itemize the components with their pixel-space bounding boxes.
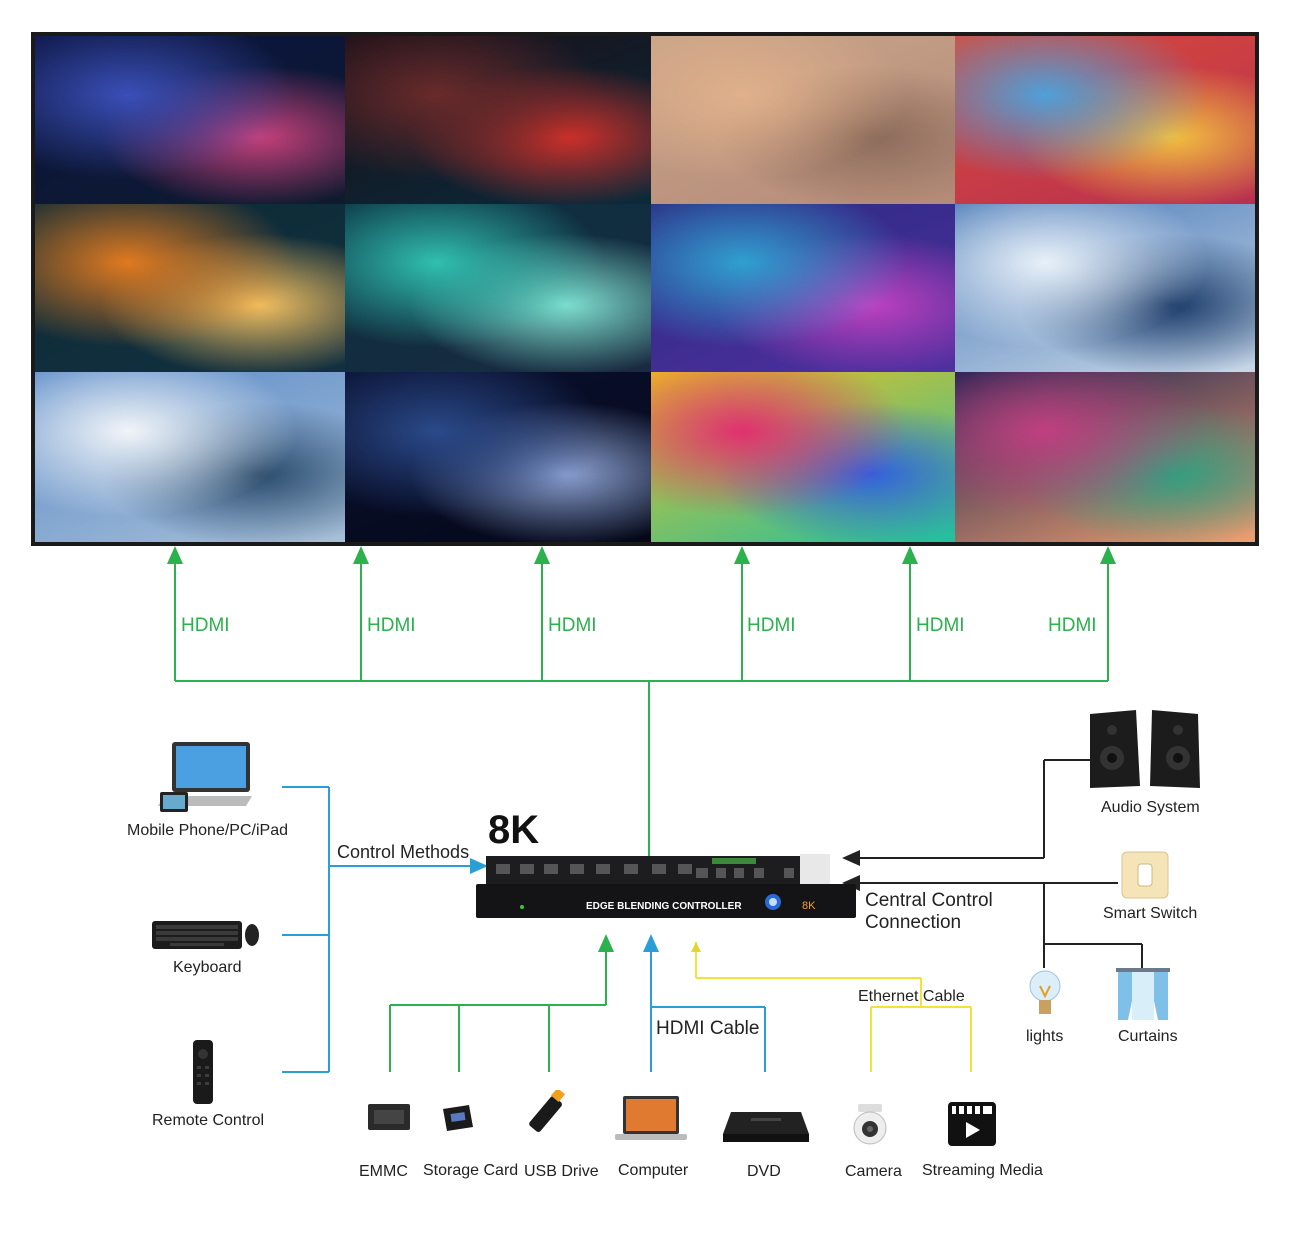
snow-peak-tile bbox=[35, 372, 345, 542]
hdmi-label-3: HDMI bbox=[548, 615, 597, 636]
speakers-icon bbox=[1090, 710, 1200, 788]
ethernet-cable-label: Ethernet Cable bbox=[858, 988, 965, 1005]
bottom-device-label-4: Computer bbox=[618, 1162, 689, 1179]
milky-way-tile bbox=[345, 372, 651, 542]
security-camera-icon bbox=[853, 1104, 887, 1145]
bottom-device-label-3: USB Drive bbox=[524, 1163, 599, 1180]
hot-air-balloons-tile bbox=[651, 36, 955, 204]
right-device-label-1: Audio System bbox=[1101, 799, 1200, 816]
central-control-label-line2: Connection bbox=[865, 912, 962, 933]
bottom-device-label-5: DVD bbox=[747, 1163, 781, 1180]
hdmi-label-1: HDMI bbox=[181, 615, 230, 636]
aurora-mountain-tile bbox=[345, 204, 651, 372]
right-device-label-2: Smart Switch bbox=[1103, 905, 1198, 922]
left-device-label-3: Remote Control bbox=[152, 1112, 265, 1129]
storage-input-lines bbox=[389, 934, 614, 1072]
sd-card-icon bbox=[443, 1105, 473, 1131]
controller-8k-tag: 8K bbox=[802, 900, 816, 912]
hdmi-label-5: HDMI bbox=[916, 615, 965, 636]
central-control-lines bbox=[842, 759, 1143, 968]
sports-car-tile bbox=[345, 36, 651, 204]
streaming-media-icon bbox=[948, 1102, 996, 1146]
control-method-lines bbox=[282, 786, 488, 1073]
8k-badge: 8K bbox=[488, 808, 540, 852]
controller-name-text: EDGE BLENDING CONTROLLER bbox=[586, 901, 742, 912]
hdmi-label-4: HDMI bbox=[747, 615, 796, 636]
abstract-cubes-tile bbox=[955, 36, 1255, 204]
right-device-label-3: lights bbox=[1026, 1028, 1064, 1045]
light-switch-icon bbox=[1121, 851, 1169, 899]
curtains-icon bbox=[1116, 968, 1170, 1020]
edge-blending-controller: EDGE BLENDING CONTROLLER 8K bbox=[476, 854, 856, 918]
usb-drive-icon bbox=[529, 1090, 566, 1132]
bottom-device-label-7: Streaming Media bbox=[922, 1162, 1043, 1179]
snowy-lake-tile bbox=[955, 204, 1255, 372]
hdmi-label-6: HDMI bbox=[1048, 615, 1097, 636]
color-explosion-tile bbox=[651, 204, 955, 372]
bottom-device-label-2: Storage Card bbox=[423, 1162, 519, 1179]
hdmi-cable-lines bbox=[643, 934, 766, 1072]
central-control-label-line1: Central Control bbox=[865, 890, 993, 911]
emmc-chip-icon bbox=[368, 1104, 410, 1130]
right-device-label-4: Curtains bbox=[1118, 1028, 1178, 1045]
dvd-player-icon bbox=[723, 1112, 809, 1142]
light-bulb-icon bbox=[1029, 970, 1061, 1014]
hdmi-label-2: HDMI bbox=[367, 615, 416, 636]
ethernet-lines bbox=[695, 942, 972, 1072]
hdmi-cable-label: HDMI Cable bbox=[656, 1018, 760, 1039]
bottom-device-label-1: EMMC bbox=[359, 1163, 408, 1180]
vortex-tile bbox=[35, 204, 345, 372]
left-device-label-1: Mobile Phone/PC/iPad bbox=[127, 822, 288, 839]
keyboard-icon bbox=[152, 921, 259, 949]
laptop-icon bbox=[615, 1096, 687, 1140]
laptop-tablet-icon bbox=[158, 742, 252, 812]
bottom-device-label-6: Camera bbox=[845, 1163, 902, 1180]
remote-control-icon bbox=[193, 1040, 213, 1104]
left-device-label-2: Keyboard bbox=[173, 959, 242, 976]
aurora-forest-tile bbox=[955, 372, 1255, 542]
video-wall bbox=[31, 32, 1259, 546]
paint-swirl-tile bbox=[651, 372, 955, 542]
control-methods-label: Control Methods bbox=[337, 842, 470, 862]
night-sky-tile bbox=[35, 36, 345, 204]
hdmi-output-lines bbox=[167, 546, 1116, 870]
